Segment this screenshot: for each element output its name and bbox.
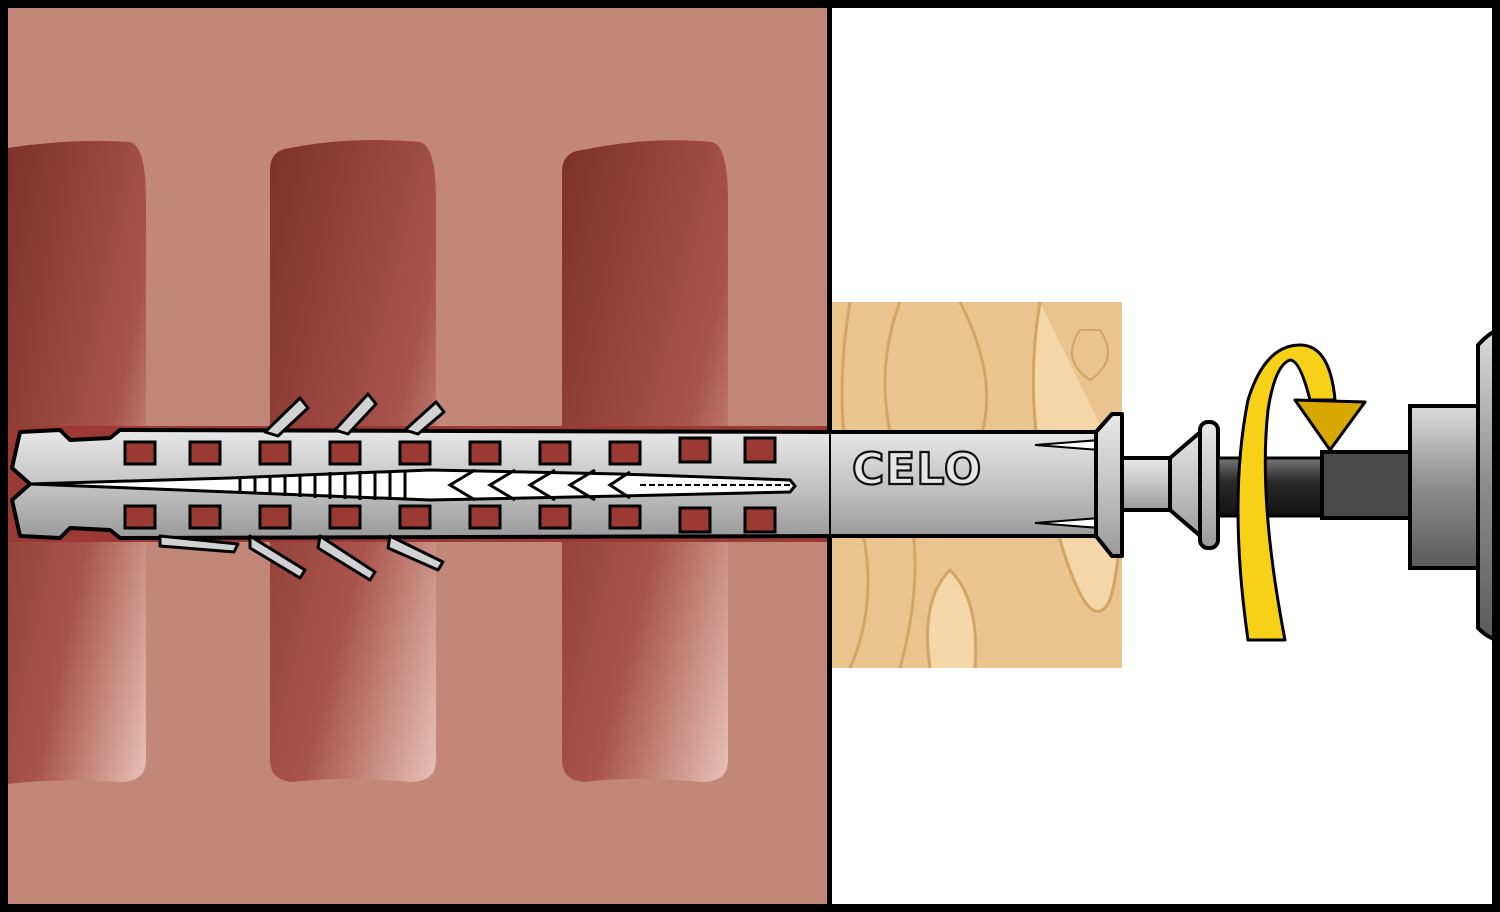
drill-chuck-icon bbox=[1408, 404, 1480, 570]
screw bbox=[1120, 420, 1220, 550]
rotation-arrow-icon bbox=[1236, 343, 1367, 642]
wall-plug: CELO bbox=[10, 392, 1124, 582]
plug-brand-logo: CELO bbox=[852, 444, 982, 495]
